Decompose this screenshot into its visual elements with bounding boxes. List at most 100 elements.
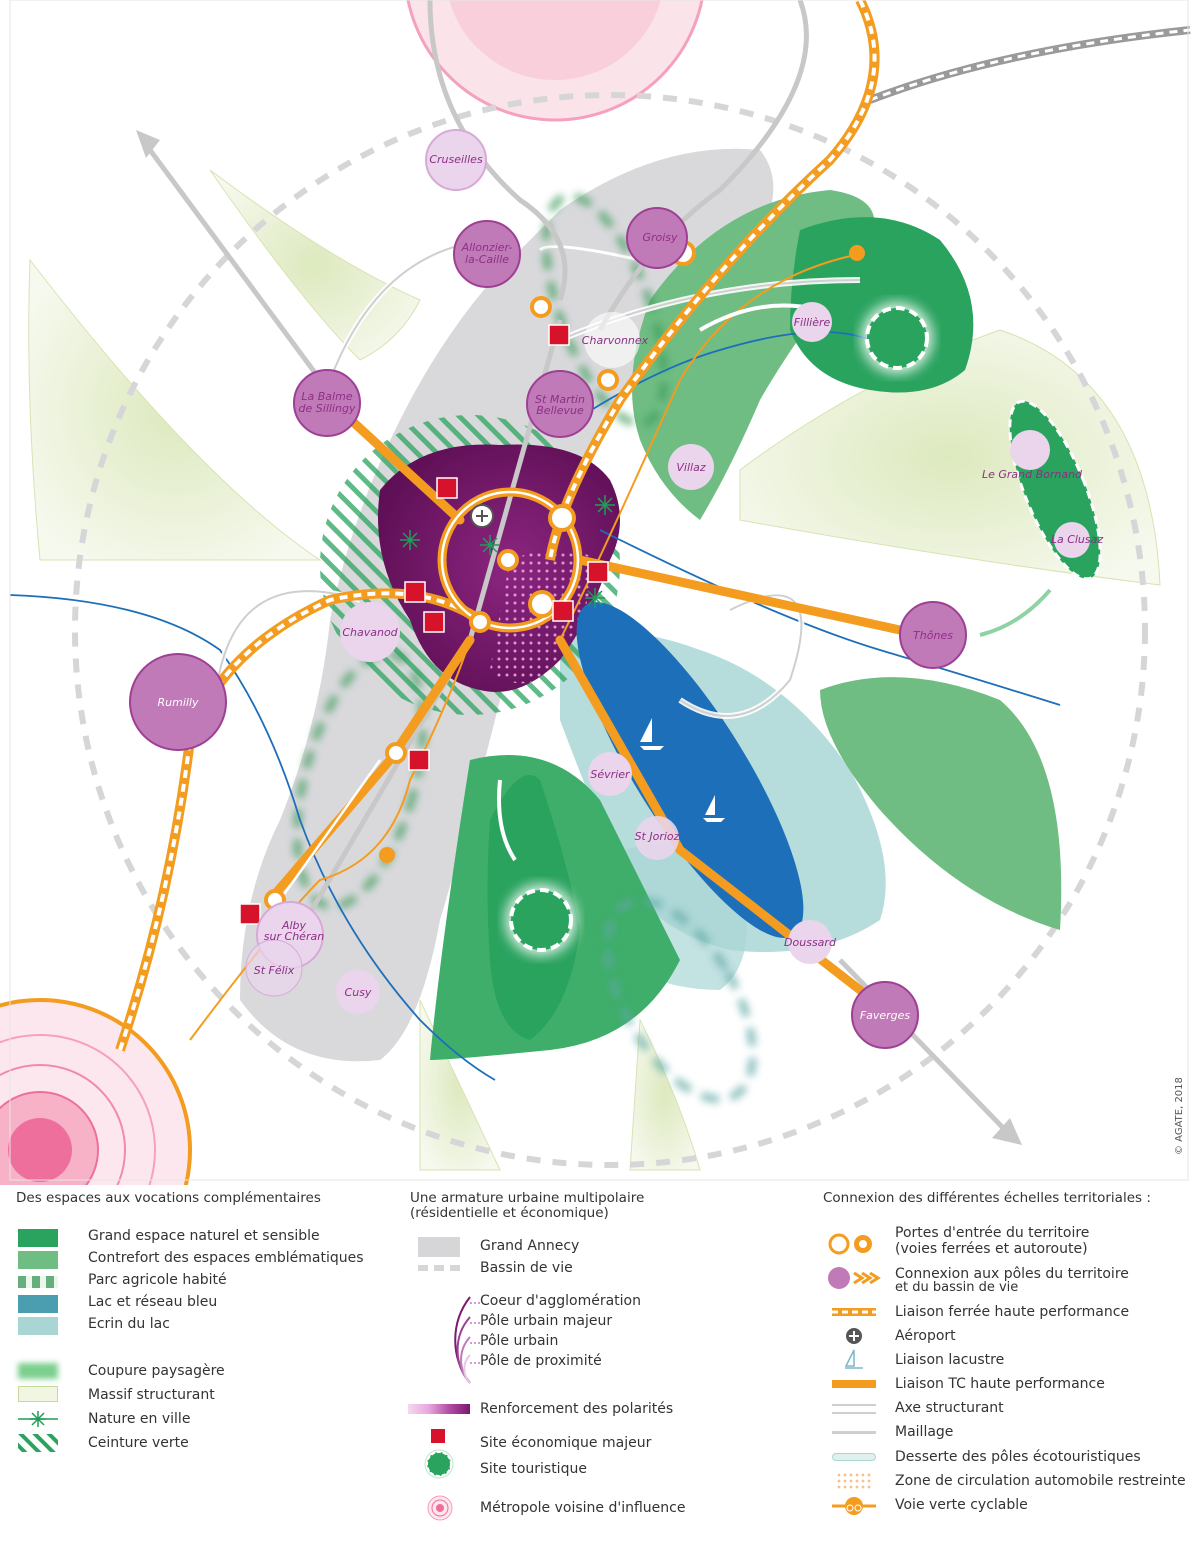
pole-le-grand-bornand: Le Grand Bornand bbox=[982, 468, 1083, 481]
legend-grand-espace: Grand espace naturel et sensible bbox=[88, 1228, 320, 1244]
pole-la-balme-line1: La Balme bbox=[301, 390, 352, 403]
map-credit: © AGATE, 2018 bbox=[1174, 1077, 1185, 1155]
bassin-de-vie bbox=[72, 92, 1148, 1168]
legend-pole-urbain: Pôle urbain bbox=[480, 1333, 559, 1349]
swatch-liaison-tc bbox=[832, 1380, 876, 1388]
territorial-map: Cruseilles Allonzier- la-Caille Groisy C… bbox=[0, 0, 1191, 1185]
pole-allonzier-line2: la-Caille bbox=[465, 253, 509, 266]
legend-axe-structurant: Axe structurant bbox=[895, 1400, 1004, 1416]
poles-territoire bbox=[129, 129, 1090, 1049]
legend-parc-agricole: Parc agricole habité bbox=[88, 1272, 227, 1288]
swatch-metropole bbox=[427, 1495, 453, 1521]
legend-desserte: Desserte des pôles écotouristiques bbox=[895, 1449, 1141, 1465]
legend-pole-urbain-majeur: Pôle urbain majeur bbox=[480, 1313, 613, 1329]
swatch-contrefort bbox=[18, 1251, 58, 1269]
pole-groisy: Groisy bbox=[642, 231, 678, 244]
grand-annecy-north-arc bbox=[538, 245, 641, 262]
swatch-lac bbox=[18, 1295, 58, 1313]
legend-col-espaces: Des espaces aux vocations complémentaire… bbox=[16, 1191, 321, 1206]
legend-liaison-ferree: Liaison ferrée haute performance bbox=[895, 1304, 1130, 1320]
rail-line-east bbox=[868, 26, 1191, 104]
sailboats bbox=[640, 718, 725, 822]
pole-labels: Cruseilles Allonzier- la-Caille Groisy C… bbox=[157, 153, 1103, 1022]
legend-connexion-poles-2: et du bassin de vie bbox=[895, 1280, 1019, 1295]
axis-arrows bbox=[136, 130, 1022, 1145]
metropole-nord bbox=[406, 0, 704, 122]
swatch-ceinture-verte bbox=[18, 1434, 58, 1452]
legend-col1-title: Des espaces aux vocations complémentaire… bbox=[16, 1190, 321, 1206]
legend-portes-entree: Portes d'entrée du territoire bbox=[895, 1225, 1090, 1241]
legend-renforcement: Renforcement des polarités bbox=[480, 1401, 674, 1417]
swatch-grand-annecy bbox=[418, 1237, 460, 1257]
swatch-voie-verte bbox=[832, 1497, 876, 1515]
metropole-sud-ouest bbox=[0, 998, 192, 1185]
legend-connexion-poles: Connexion aux pôles du territoire bbox=[895, 1266, 1129, 1282]
pole-sevrier: Sévrier bbox=[590, 768, 631, 781]
legend-zone-restreinte: Zone de circulation automobile restreint… bbox=[895, 1473, 1186, 1489]
pole-filliere: Fillière bbox=[794, 316, 831, 329]
legend-col2-title-1: Une armature urbaine multipolaire bbox=[410, 1190, 645, 1206]
swatch-axe-structurant bbox=[832, 1404, 876, 1414]
sites-economiques bbox=[239, 324, 609, 925]
pole-charvonnex: Charvonnex bbox=[582, 334, 649, 347]
pole-rumilly: Rumilly bbox=[157, 696, 198, 709]
legend-aeroport: Aéroport bbox=[895, 1328, 956, 1344]
aeroport-icon bbox=[470, 504, 494, 528]
swatch-desserte bbox=[832, 1453, 876, 1461]
pole-doussard: Doussard bbox=[784, 936, 837, 949]
legend-lac: Lac et réseau bleu bbox=[88, 1294, 218, 1310]
swatch-zone-restreinte bbox=[836, 1472, 872, 1490]
swatch-site-touristique bbox=[424, 1449, 454, 1479]
legend-col-connexion: Connexion des différentes échelles terri… bbox=[823, 1191, 1151, 1206]
legend-massif: Massif structurant bbox=[88, 1387, 215, 1403]
legend-site-economique: Site économique majeur bbox=[480, 1435, 652, 1451]
swatch-portes-entree bbox=[828, 1233, 872, 1255]
swatch-renforcement bbox=[408, 1404, 470, 1414]
swatch-massif bbox=[18, 1386, 58, 1402]
legend-col-armature: Une armature urbaine multipolaire (résid… bbox=[410, 1191, 644, 1221]
reseau-bleu bbox=[9, 331, 1061, 1081]
legend-site-touristique: Site touristique bbox=[480, 1461, 587, 1477]
legend-liaison-tc: Liaison TC haute performance bbox=[895, 1376, 1105, 1392]
pole-alby-line1: Alby bbox=[281, 919, 307, 932]
legend-col3-title: Connexion des différentes échelles terri… bbox=[823, 1190, 1151, 1206]
pole-allonzier-line1: Allonzier- bbox=[461, 241, 513, 254]
pole-faverges: Faverges bbox=[860, 1009, 911, 1022]
legend-coeur: Coeur d'agglomération bbox=[480, 1293, 641, 1309]
legend-ecrin: Ecrin du lac bbox=[88, 1316, 170, 1332]
sites-touristiques bbox=[505, 302, 933, 956]
pole-la-balme-line2: de Sillingy bbox=[299, 402, 356, 415]
swatch-connexion-poles bbox=[828, 1267, 881, 1289]
pole-st-felix: St Félix bbox=[254, 964, 295, 977]
swatch-liaison-lacustre bbox=[844, 1349, 863, 1369]
legend-contrefort: Contrefort des espaces emblématiques bbox=[88, 1250, 364, 1266]
pole-st-martin-line1: St Martin bbox=[535, 393, 585, 406]
legend-portes-entree-2: (voies ferrées et autoroute) bbox=[895, 1241, 1088, 1257]
swatch-ecrin bbox=[18, 1317, 58, 1335]
swatch-polarites-arcs bbox=[454, 1296, 483, 1384]
legend-pole-proximite: Pôle de proximité bbox=[480, 1353, 602, 1369]
pole-alby-line2: sur Chéran bbox=[264, 930, 324, 943]
swatch-aeroport bbox=[846, 1328, 862, 1344]
swatch-maillage bbox=[832, 1431, 876, 1434]
legend-ceinture-verte: Ceinture verte bbox=[88, 1435, 189, 1451]
swatch-grand-espace bbox=[18, 1229, 58, 1247]
pole-st-martin-line2: Bellevue bbox=[536, 404, 584, 417]
pole-chavanod: Chavanod bbox=[342, 626, 398, 639]
swatch-liaison-ferree bbox=[832, 1308, 876, 1316]
swatch-nature-en-ville bbox=[18, 1411, 58, 1427]
pole-st-jorioz: St Jorioz bbox=[635, 830, 680, 843]
pole-thones: Thônes bbox=[913, 629, 953, 642]
swatch-bassin-de-vie bbox=[418, 1265, 460, 1271]
legend-metropole: Métropole voisine d'influence bbox=[480, 1500, 686, 1516]
legend-liaison-lacustre: Liaison lacustre bbox=[895, 1352, 1005, 1368]
map-legend: Des espaces aux vocations complémentaire… bbox=[0, 1185, 1200, 1561]
swatch-parc-agricole bbox=[18, 1276, 58, 1288]
swatch-coupure bbox=[18, 1363, 58, 1379]
legend-coupure: Coupure paysagère bbox=[88, 1363, 225, 1379]
legend-col2-title-2: (résidentielle et économique) bbox=[410, 1205, 609, 1221]
swatch-site-economique bbox=[431, 1429, 445, 1443]
legend-grand-annecy: Grand Annecy bbox=[480, 1238, 580, 1254]
nature-en-ville bbox=[400, 495, 615, 608]
lac-annecy bbox=[576, 602, 804, 938]
